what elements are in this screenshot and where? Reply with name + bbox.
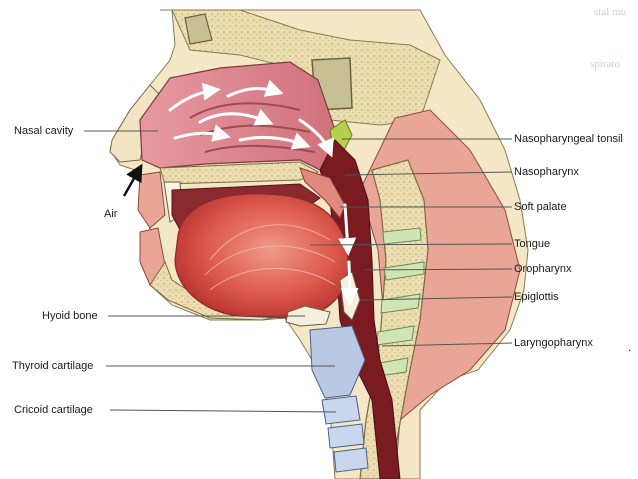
tongue-shape bbox=[175, 194, 348, 318]
label-nasal-cavity: Nasal cavity bbox=[14, 125, 73, 138]
nasal-cavity bbox=[140, 62, 345, 175]
label-cricoid-cartilage: Cricoid cartilage bbox=[14, 404, 93, 417]
label-thyroid-cartilage: Thyroid cartilage bbox=[12, 360, 93, 373]
label-oropharynx: Oropharynx bbox=[514, 263, 571, 276]
label-nasopharynx: Nasopharynx bbox=[514, 166, 579, 179]
label-air: Air bbox=[104, 208, 117, 221]
stray-mark: . bbox=[628, 340, 631, 354]
label-epiglottis: Epiglottis bbox=[514, 291, 559, 304]
label-nasopharyngeal-tonsil: Nasopharyngeal tonsil bbox=[514, 133, 623, 146]
label-laryngopharynx: Laryngopharynx bbox=[514, 337, 593, 350]
label-tongue: Tongue bbox=[514, 238, 550, 251]
label-hyoid-bone: Hyoid bone bbox=[42, 310, 98, 323]
air-arrow bbox=[124, 168, 140, 196]
label-soft-palate: Soft palate bbox=[514, 201, 567, 214]
